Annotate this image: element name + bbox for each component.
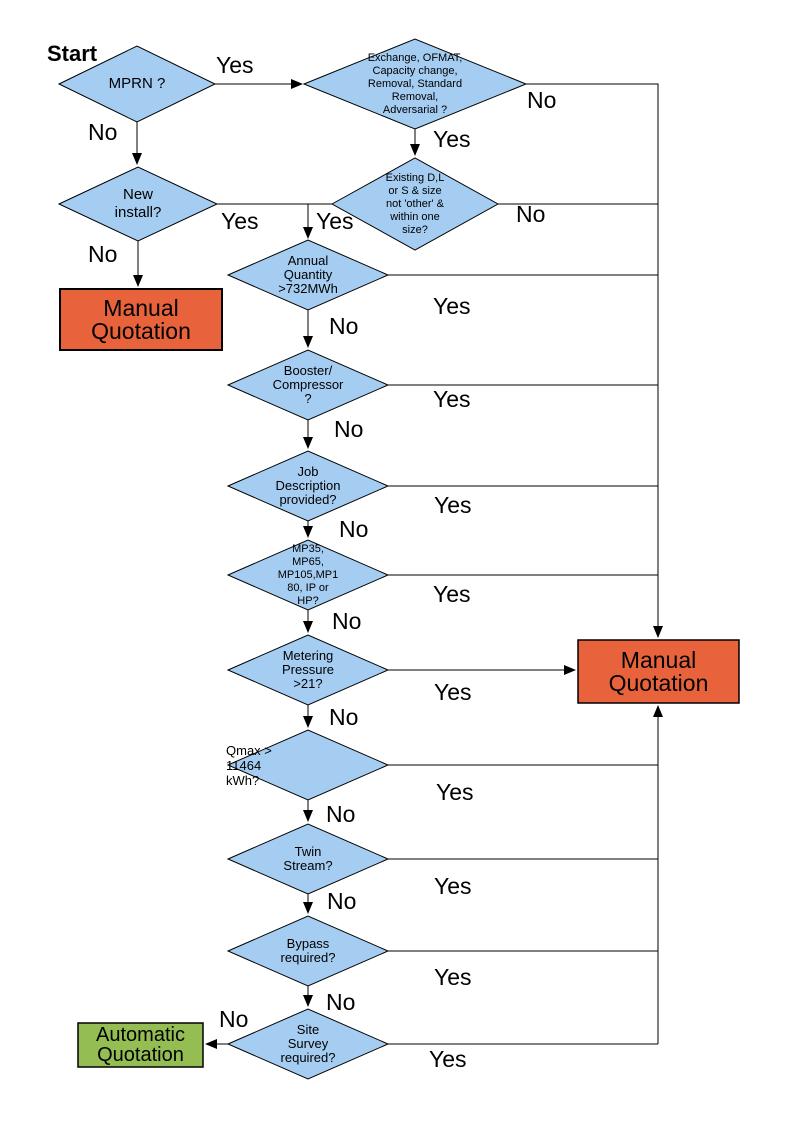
edge-label-newinstall-yes: Yes bbox=[221, 208, 259, 234]
arrow-into-annual bbox=[303, 227, 313, 239]
edge-label-mp-no: No bbox=[332, 608, 362, 634]
arrow-into-bypass bbox=[303, 902, 313, 914]
arrow-into-metering bbox=[303, 621, 313, 633]
arrow-into-qmax bbox=[303, 716, 313, 728]
box-automatic-quotation bbox=[77, 1022, 204, 1068]
decision-booster-label: Booster/ Compressor ? bbox=[272, 363, 344, 406]
connector-survey-yes-collector bbox=[388, 717, 659, 1045]
arrow-into-manual-left bbox=[133, 275, 143, 287]
arrow-into-booster bbox=[303, 336, 313, 348]
edge-label-bypass-yes: Yes bbox=[434, 964, 472, 990]
connector-newinstall-existing-yes bbox=[217, 203, 332, 227]
decision-survey-label: Site Survey required? bbox=[280, 1022, 336, 1065]
arrow-into-existing bbox=[410, 144, 420, 156]
decision-qmax bbox=[226, 729, 390, 801]
edge-label-annual-no: No bbox=[329, 313, 359, 339]
decision-exchange-label: Exchange, OFMAT, Capacity change, Remova… bbox=[367, 51, 463, 116]
edge-label-mprn-no: No bbox=[88, 119, 118, 145]
edge-label-existing-no: No bbox=[516, 201, 546, 227]
edge-label-metering-no: No bbox=[329, 704, 359, 730]
edge-label-twin-no: No bbox=[327, 888, 357, 914]
edge-label-mprn-yes: Yes bbox=[216, 52, 254, 78]
arrowheads bbox=[132, 79, 663, 1049]
connector-exchange-no-collector bbox=[526, 83, 659, 626]
decision-new-install bbox=[57, 166, 219, 242]
edge-label-booster-yes: Yes bbox=[433, 386, 471, 412]
edge-label-newinstall-no: No bbox=[88, 241, 118, 267]
box-manual-quotation-right bbox=[577, 639, 740, 704]
edge-label-bypass-no: No bbox=[326, 989, 356, 1015]
start-label: Start bbox=[47, 41, 98, 66]
decision-job-label: Job Description provided? bbox=[275, 464, 341, 507]
decision-metering-label: Metering Pressure >21? bbox=[281, 648, 335, 691]
decision-new-install-label: New install? bbox=[114, 186, 162, 221]
edge-label-existing-yes: Yes bbox=[316, 208, 354, 234]
decision-exchange bbox=[302, 38, 528, 130]
automatic-quotation-label: Automatic Quotation bbox=[96, 1024, 185, 1066]
edge-label-metering-yes: Yes bbox=[434, 679, 472, 705]
edge-label-exchange-no: No bbox=[527, 87, 557, 113]
arrow-into-manual-right-left bbox=[564, 665, 576, 675]
decision-mprn-label: MPRN ? bbox=[108, 75, 166, 92]
decision-twin bbox=[226, 823, 390, 895]
decision-bypass bbox=[226, 915, 390, 987]
arrow-into-job bbox=[303, 437, 313, 449]
edge-label-survey-yes: Yes bbox=[429, 1046, 467, 1072]
edge-label-job-no: No bbox=[339, 516, 369, 542]
decision-job bbox=[226, 450, 390, 522]
edge-label-twin-yes: Yes bbox=[434, 873, 472, 899]
edge-label-qmax-no: No bbox=[326, 801, 356, 827]
decision-qmax-label: Qmax > 11464 kWh? bbox=[226, 742, 272, 788]
edge-label-survey-no: No bbox=[219, 1006, 249, 1032]
manual-quotation-left-label: Manual Quotation bbox=[91, 294, 191, 344]
arrow-into-twin bbox=[303, 810, 313, 822]
arrow-into-exchange bbox=[291, 79, 303, 89]
edge-label-job-yes: Yes bbox=[434, 492, 472, 518]
decision-existing-label: Existing D,L or S & size not 'other' & w… bbox=[385, 171, 445, 236]
decision-mp-label: MP35, MP65, MP105,MP1 80, IP or HP? bbox=[277, 542, 339, 607]
decision-bypass-label: Bypass required? bbox=[280, 936, 336, 965]
edge-label-annual-yes: Yes bbox=[433, 293, 471, 319]
decision-metering bbox=[226, 634, 390, 706]
decision-survey bbox=[226, 1008, 390, 1080]
arrow-into-mp bbox=[303, 526, 313, 538]
arrow-into-new-install bbox=[132, 153, 142, 165]
edge-label-exchange-yes: Yes bbox=[433, 126, 471, 152]
decision-booster bbox=[226, 349, 390, 421]
decision-twin-label: Twin Stream? bbox=[283, 844, 333, 873]
edge-label-qmax-yes: Yes bbox=[436, 779, 474, 805]
arrow-into-manual-right-top bbox=[653, 626, 663, 638]
box-manual-quotation-left bbox=[59, 288, 223, 351]
arrow-into-auto bbox=[205, 1039, 217, 1049]
decision-mp bbox=[226, 539, 390, 611]
decision-existing bbox=[330, 157, 500, 251]
decision-annual bbox=[226, 239, 390, 311]
arrow-into-survey bbox=[303, 995, 313, 1007]
terminal-shapes bbox=[59, 288, 740, 1068]
decision-shapes bbox=[57, 38, 528, 1080]
decision-annual-label: Annual Quantity >732MWh bbox=[278, 253, 338, 296]
edge-label-booster-no: No bbox=[334, 416, 364, 442]
arrow-into-manual-right-bottom bbox=[653, 705, 663, 717]
connector-lines bbox=[136, 83, 659, 1045]
decision-mprn bbox=[57, 45, 217, 123]
manual-quotation-right-label: Manual Quotation bbox=[608, 646, 709, 696]
edge-label-mp-yes: Yes bbox=[433, 581, 471, 607]
